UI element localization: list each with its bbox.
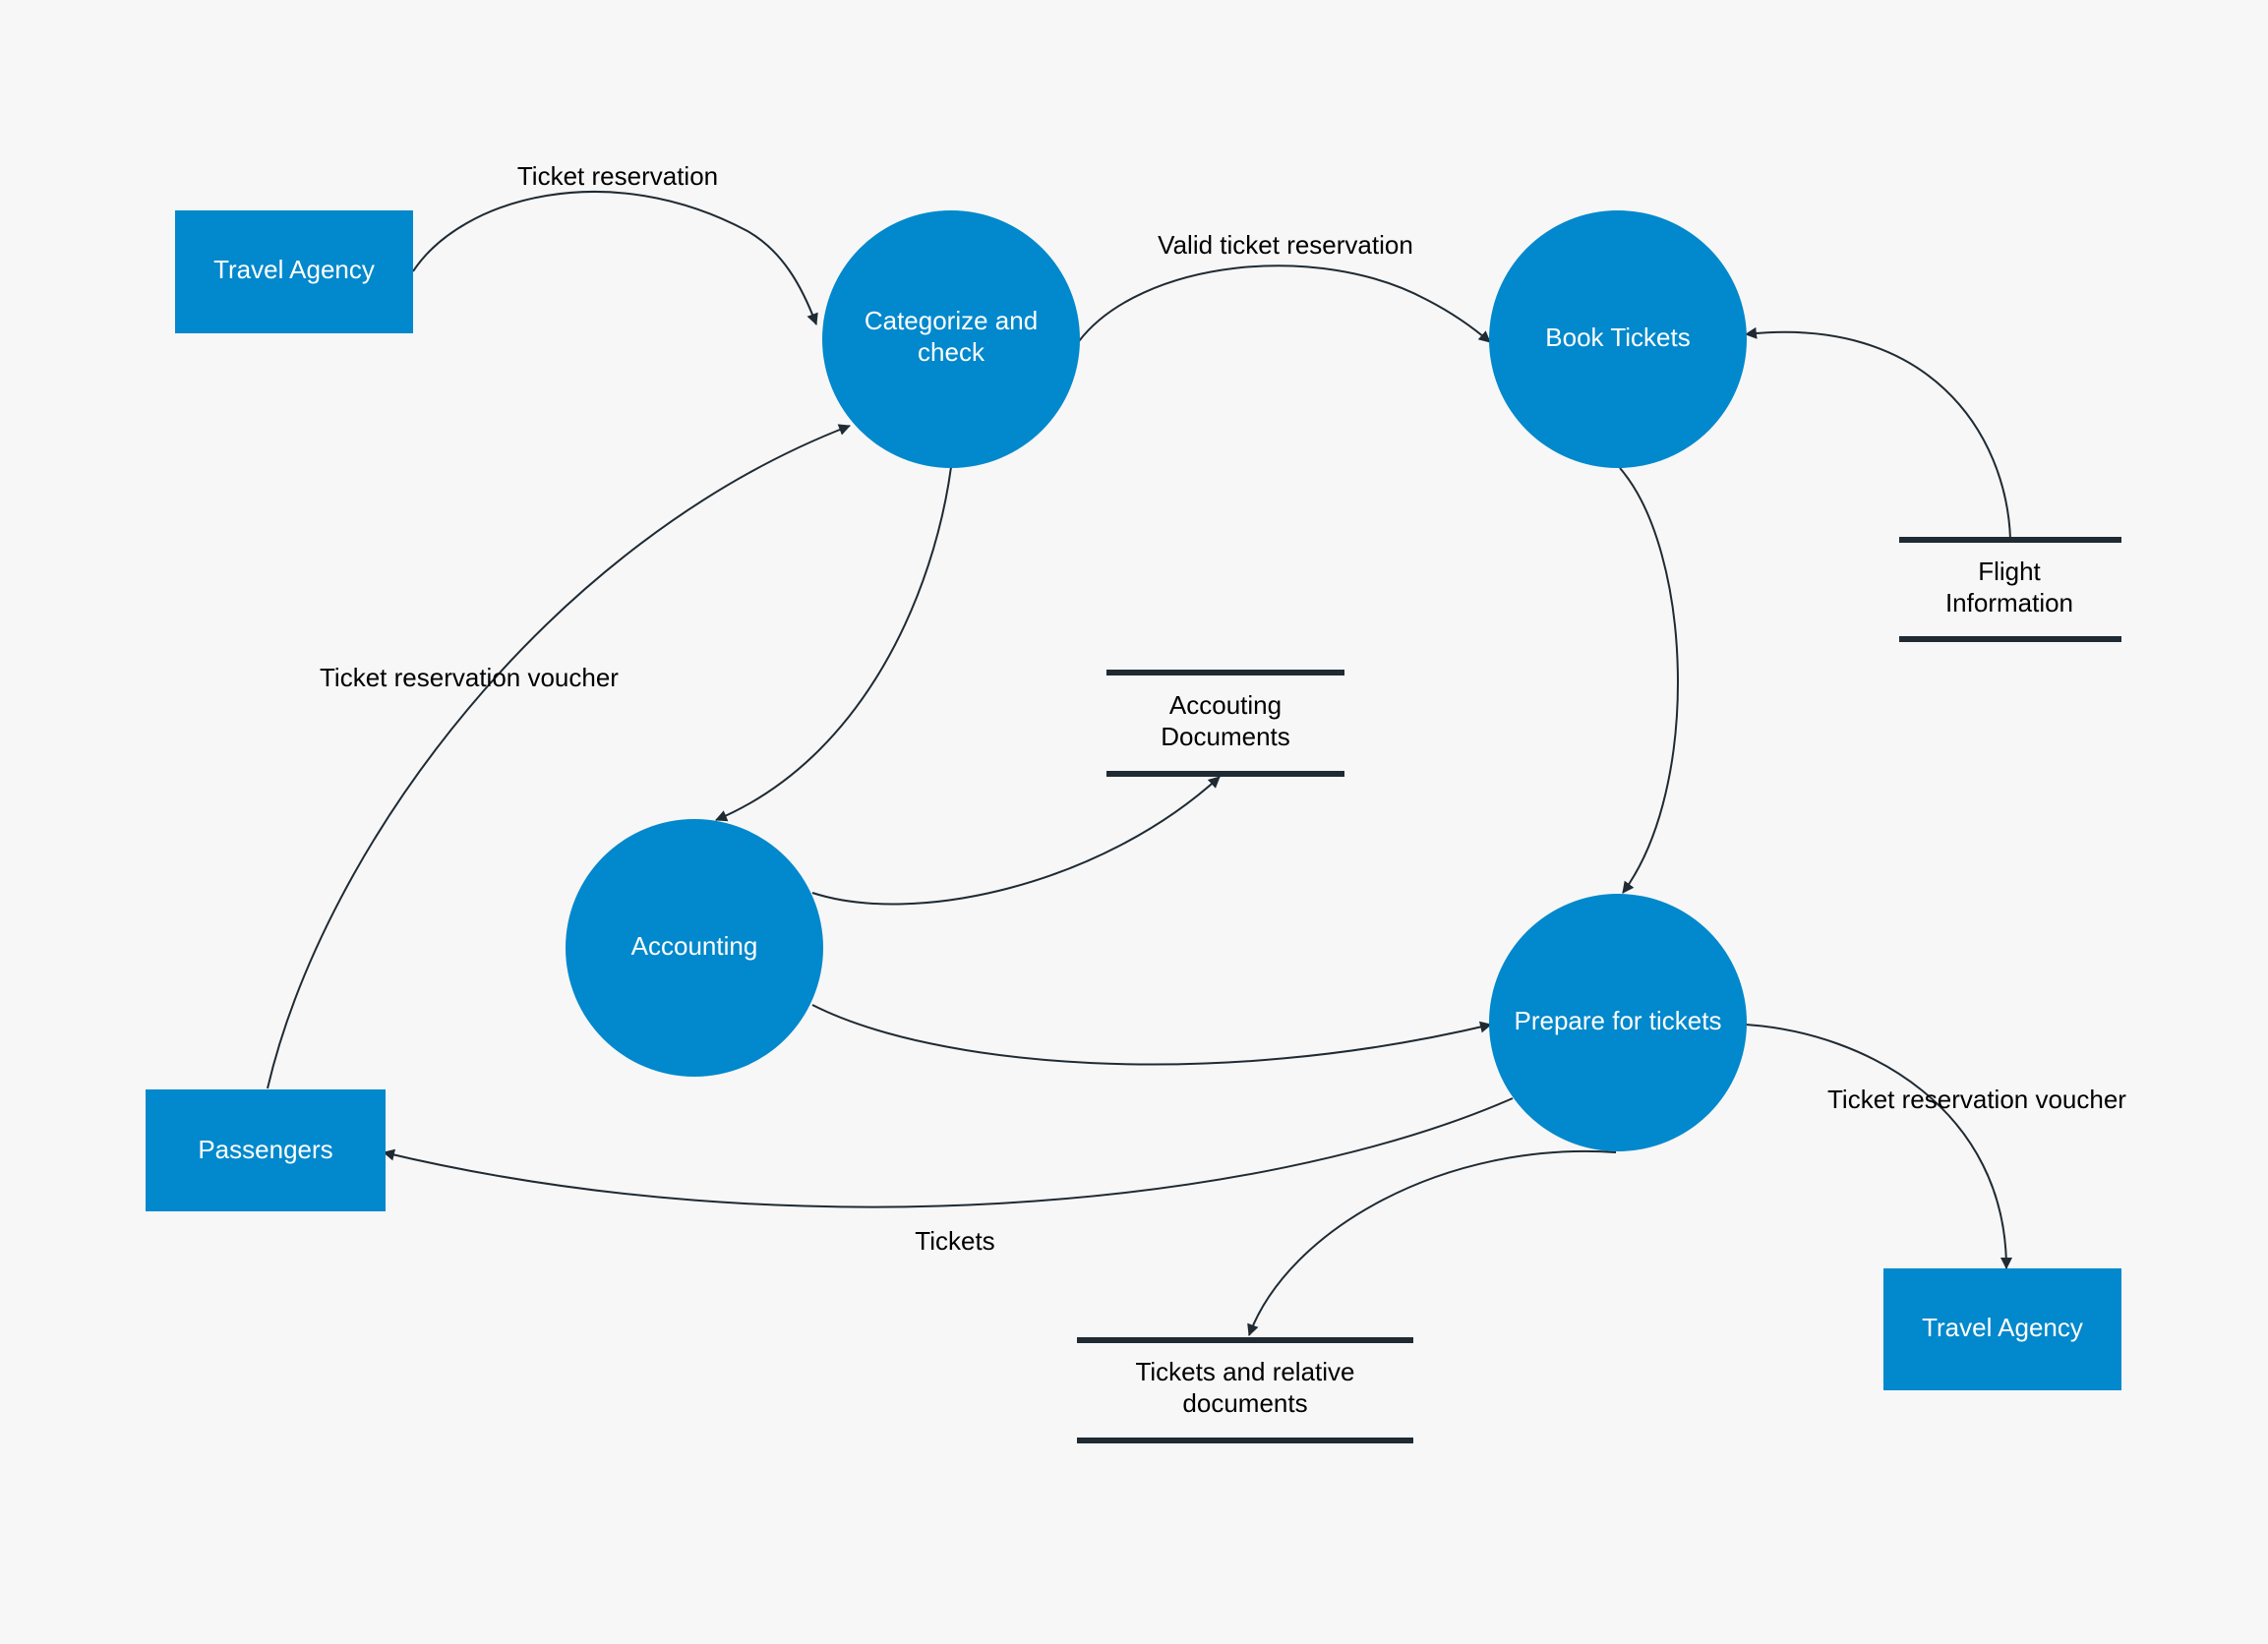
process-label: check [918,337,985,367]
store-accounting-documents[interactable]: Accouting Documents [1106,670,1344,777]
entity-box [1883,1268,2121,1390]
entity-travel-agency-bottom[interactable]: Travel Agency [1883,1268,2121,1390]
store-flight-information[interactable]: Flight Information [1899,537,2121,642]
label-ticket-reservation-voucher-right: Ticket reservation voucher [1827,1085,2126,1114]
store-label: Tickets and relative [1135,1357,1354,1386]
process-label: Prepare for tickets [1515,1006,1722,1035]
store-label: documents [1182,1388,1307,1418]
label-valid-ticket-reservation: Valid ticket reservation [1158,230,1413,260]
process-circle [1489,894,1747,1151]
flow-accounting-to-documents[interactable] [811,776,1221,906]
label-tickets: Tickets [915,1226,994,1256]
flow-prepare-to-travel-agency[interactable] [1744,1024,2012,1269]
process-label: Accounting [631,931,758,961]
entity-travel-agency-top[interactable]: Travel Agency [175,210,413,333]
store-label: Accouting [1169,690,1282,720]
entity-box [146,1089,386,1211]
process-circle [566,819,823,1077]
process-prepare-for-tickets[interactable]: Prepare for tickets [1489,894,1747,1151]
flow-prepare-to-passengers[interactable] [383,1097,1514,1208]
flow-book-tickets-to-prepare[interactable] [1619,467,1679,894]
flow-categorize-to-accounting[interactable] [715,466,952,822]
store-tickets-and-relative-documents[interactable]: Tickets and relative documents [1077,1337,1413,1443]
flow-travel-agency-to-categorize[interactable] [412,190,818,325]
flow-passengers-to-categorize[interactable] [267,424,851,1089]
process-label: Categorize and [865,306,1038,335]
entity-label: Travel Agency [213,255,375,284]
process-circle [1489,210,1747,468]
label-ticket-reservation-voucher-left: Ticket reservation voucher [320,663,619,692]
entity-box [175,210,413,333]
store-label: Documents [1161,722,1290,751]
flow-prepare-to-tickets-documents[interactable] [1247,1149,1617,1336]
process-label: Book Tickets [1545,323,1690,352]
label-ticket-reservation: Ticket reservation [517,161,718,191]
entity-passengers[interactable]: Passengers [146,1089,386,1211]
store-label: Information [1945,588,2073,617]
flow-categorize-to-book-tickets[interactable] [1078,264,1491,343]
entity-label: Travel Agency [1922,1313,2083,1342]
store-label: Flight [1978,557,2041,586]
process-book-tickets[interactable]: Book Tickets [1489,210,1747,468]
process-circle [822,210,1080,468]
process-accounting[interactable]: Accounting [566,819,823,1077]
entity-label: Passengers [198,1135,332,1164]
flow-flight-info-to-book-tickets[interactable] [1745,326,2011,540]
process-categorize-and-check[interactable]: Categorize and check [822,210,1080,468]
flow-accounting-to-prepare[interactable] [811,1004,1492,1066]
